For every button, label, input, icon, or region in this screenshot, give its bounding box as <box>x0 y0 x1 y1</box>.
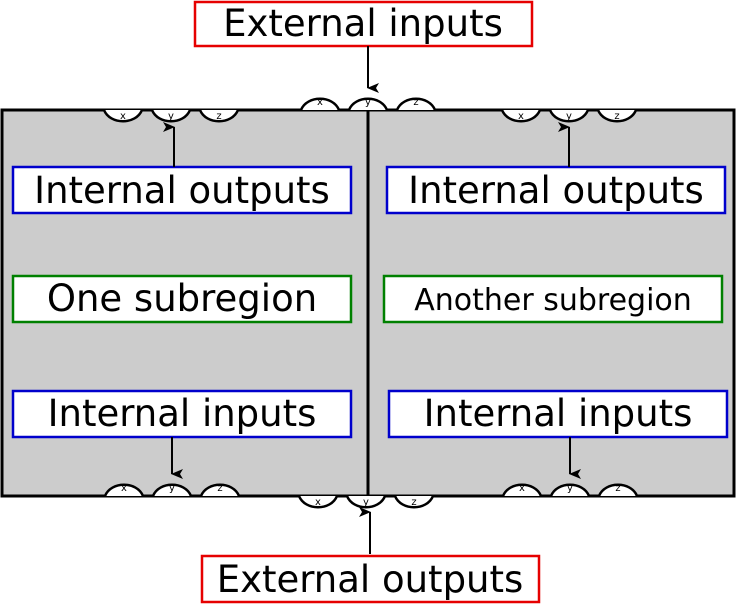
left-top-port-label-x: x <box>120 111 126 122</box>
left-internal-outputs-box <box>11 165 353 215</box>
right-bottom-ports: x y z <box>501 483 639 497</box>
right-subregion-box <box>382 274 724 324</box>
left-bottom-port-z <box>199 483 241 497</box>
external-top-port-z <box>395 97 437 111</box>
left-bottom-port-label-y: y <box>169 483 175 494</box>
left-top-port-label-z: z <box>216 111 221 122</box>
right-bottom-port-label-x: x <box>519 483 525 494</box>
external-bottom-port-y <box>345 495 387 509</box>
right-bottom-port-y <box>549 483 591 497</box>
left-bottom-ports: x y z <box>103 483 241 497</box>
right-bottom-port-x <box>501 483 543 497</box>
left-subregion-label: One subregion <box>47 277 317 320</box>
external-top-port-y <box>347 97 389 111</box>
right-internal-outputs-box <box>385 165 727 215</box>
left-top-ports: x y z <box>102 109 240 123</box>
external-top-port-label-x: x <box>317 97 323 108</box>
external-outputs-label: External outputs <box>217 558 524 601</box>
external-bottom-port-label-y: y <box>363 497 369 508</box>
right-bottom-port-z <box>597 483 639 497</box>
right-bottom-port-label-y: y <box>567 483 573 494</box>
left-bottom-port-x <box>103 483 145 497</box>
right-top-port-x <box>500 109 542 123</box>
external-top-port-x <box>299 97 341 111</box>
external-inputs-label: External inputs <box>223 2 503 45</box>
external-bottom-port-label-z: z <box>411 497 416 508</box>
left-top-port-y <box>150 109 192 123</box>
right-top-port-label-y: y <box>566 111 572 122</box>
external-top-ports: x y z <box>299 97 437 111</box>
right-internal-inputs-label: Internal inputs <box>424 392 693 435</box>
left-bottom-port-label-z: z <box>217 483 222 494</box>
right-internal-outputs-label: Internal outputs <box>408 169 704 212</box>
right-top-ports: x y z <box>500 109 638 123</box>
right-top-port-z <box>596 109 638 123</box>
right-subregion-label: Another subregion <box>414 283 692 318</box>
right-top-port-label-z: z <box>614 111 619 122</box>
external-bottom-ports: x y z <box>297 495 435 509</box>
right-top-port-label-x: x <box>518 111 524 122</box>
external-top-port-label-z: z <box>413 97 418 108</box>
external-bottom-port-z <box>393 495 435 509</box>
left-top-port-x <box>102 109 144 123</box>
right-internal-inputs-box <box>387 389 729 439</box>
left-top-port-z <box>198 109 240 123</box>
external-bottom-port-x <box>297 495 339 509</box>
external-outputs-box <box>200 554 541 604</box>
right-top-port-y <box>548 109 590 123</box>
left-top-port-label-y: y <box>168 111 174 122</box>
left-subregion-box <box>11 274 353 324</box>
external-bottom-port-label-x: x <box>315 497 321 508</box>
left-internal-outputs-label: Internal outputs <box>34 169 330 212</box>
external-inputs-box <box>193 0 534 48</box>
left-internal-inputs-label: Internal inputs <box>48 392 317 435</box>
left-bottom-port-label-x: x <box>121 483 127 494</box>
right-bottom-port-label-z: z <box>615 483 620 494</box>
external-top-port-label-y: y <box>365 97 371 108</box>
left-internal-inputs-box <box>11 389 353 439</box>
left-bottom-port-y <box>151 483 193 497</box>
